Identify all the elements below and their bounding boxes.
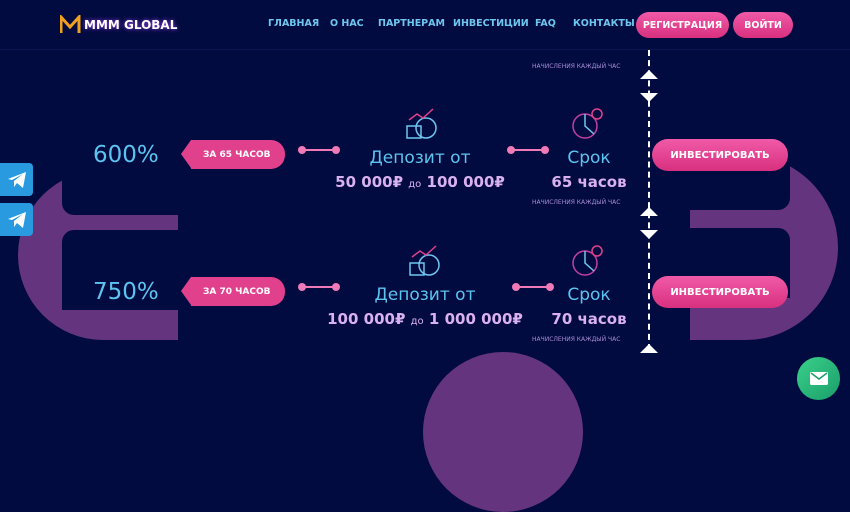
accrual-note: НАЧИСЛЕНИЯ КАЖДЫЙ ЧАС (532, 199, 621, 206)
login-button[interactable]: ВОЙТИ (733, 12, 793, 38)
term-value: 65 часов (551, 173, 627, 191)
telegram-icon (7, 171, 26, 188)
connector (507, 146, 549, 154)
decor-left-cut (62, 150, 192, 215)
arrow-down-icon (640, 230, 658, 239)
connector (298, 283, 340, 291)
deposit-label: Депозит от (374, 285, 476, 305)
logo-m-icon (60, 15, 81, 33)
arrow-up-icon (640, 344, 658, 353)
plan-percent: 750% (93, 279, 159, 305)
deposit-icon (409, 245, 440, 276)
plan-percent: 600% (93, 142, 159, 168)
nav-partners[interactable]: ПАРТНЕРАМ (378, 18, 445, 29)
term-label: Срок (567, 285, 611, 305)
term-pie-icon (572, 245, 603, 276)
arrow-up-icon (640, 70, 658, 79)
invest-button[interactable]: ИНВЕСТИРОВАТЬ (652, 276, 788, 308)
nav-home[interactable]: ГЛАВНАЯ (268, 18, 320, 29)
nav-contacts[interactable]: КОНТАКТЫ (573, 18, 635, 29)
connector (512, 283, 554, 291)
decor-bottom-circle (423, 352, 583, 512)
register-button[interactable]: РЕГИСТРАЦИЯ (636, 12, 729, 38)
header: MMM GLOBAL ГЛАВНАЯ О НАС ПАРТНЕРАМ ИНВЕС… (0, 0, 850, 50)
invest-button[interactable]: ИНВЕСТИРОВАТЬ (652, 139, 788, 171)
term-pie-icon (572, 108, 603, 139)
plan-duration-tag: ЗА 70 ЧАСОВ (181, 277, 285, 306)
arrow-up-icon (640, 207, 658, 216)
logo-text: MMM GLOBAL (84, 18, 178, 32)
telegram-icon (7, 211, 26, 228)
plan-duration-tag: ЗА 65 ЧАСОВ (181, 140, 285, 169)
deposit-range: 50 000₽ до 100 000₽ (335, 173, 505, 191)
logo[interactable]: MMM GLOBAL (60, 15, 177, 35)
timeline-line (648, 50, 650, 350)
decor-left-cut2 (62, 230, 192, 310)
term-value: 70 часов (551, 310, 627, 328)
deposit-range: 100 000₽ до 1 000 000₽ (327, 310, 523, 328)
chat-button[interactable] (797, 357, 840, 400)
connector (298, 146, 340, 154)
top-note: НАЧИСЛЕНИЯ КАЖДЫЙ ЧАС (532, 63, 621, 70)
deposit-label: Депозит от (369, 148, 471, 168)
term-label: Срок (567, 148, 611, 168)
nav-about[interactable]: О НАС (330, 18, 364, 29)
nav-faq[interactable]: FAQ (535, 18, 556, 29)
telegram-button[interactable] (0, 203, 33, 236)
accrual-note: НАЧИСЛЕНИЯ КАЖДЫЙ ЧАС (532, 336, 621, 343)
deposit-icon (406, 108, 437, 139)
arrow-down-icon (640, 93, 658, 102)
mail-icon (809, 372, 828, 385)
telegram-button[interactable] (0, 163, 33, 196)
nav-investments[interactable]: ИНВЕСТИЦИИ (453, 18, 529, 29)
